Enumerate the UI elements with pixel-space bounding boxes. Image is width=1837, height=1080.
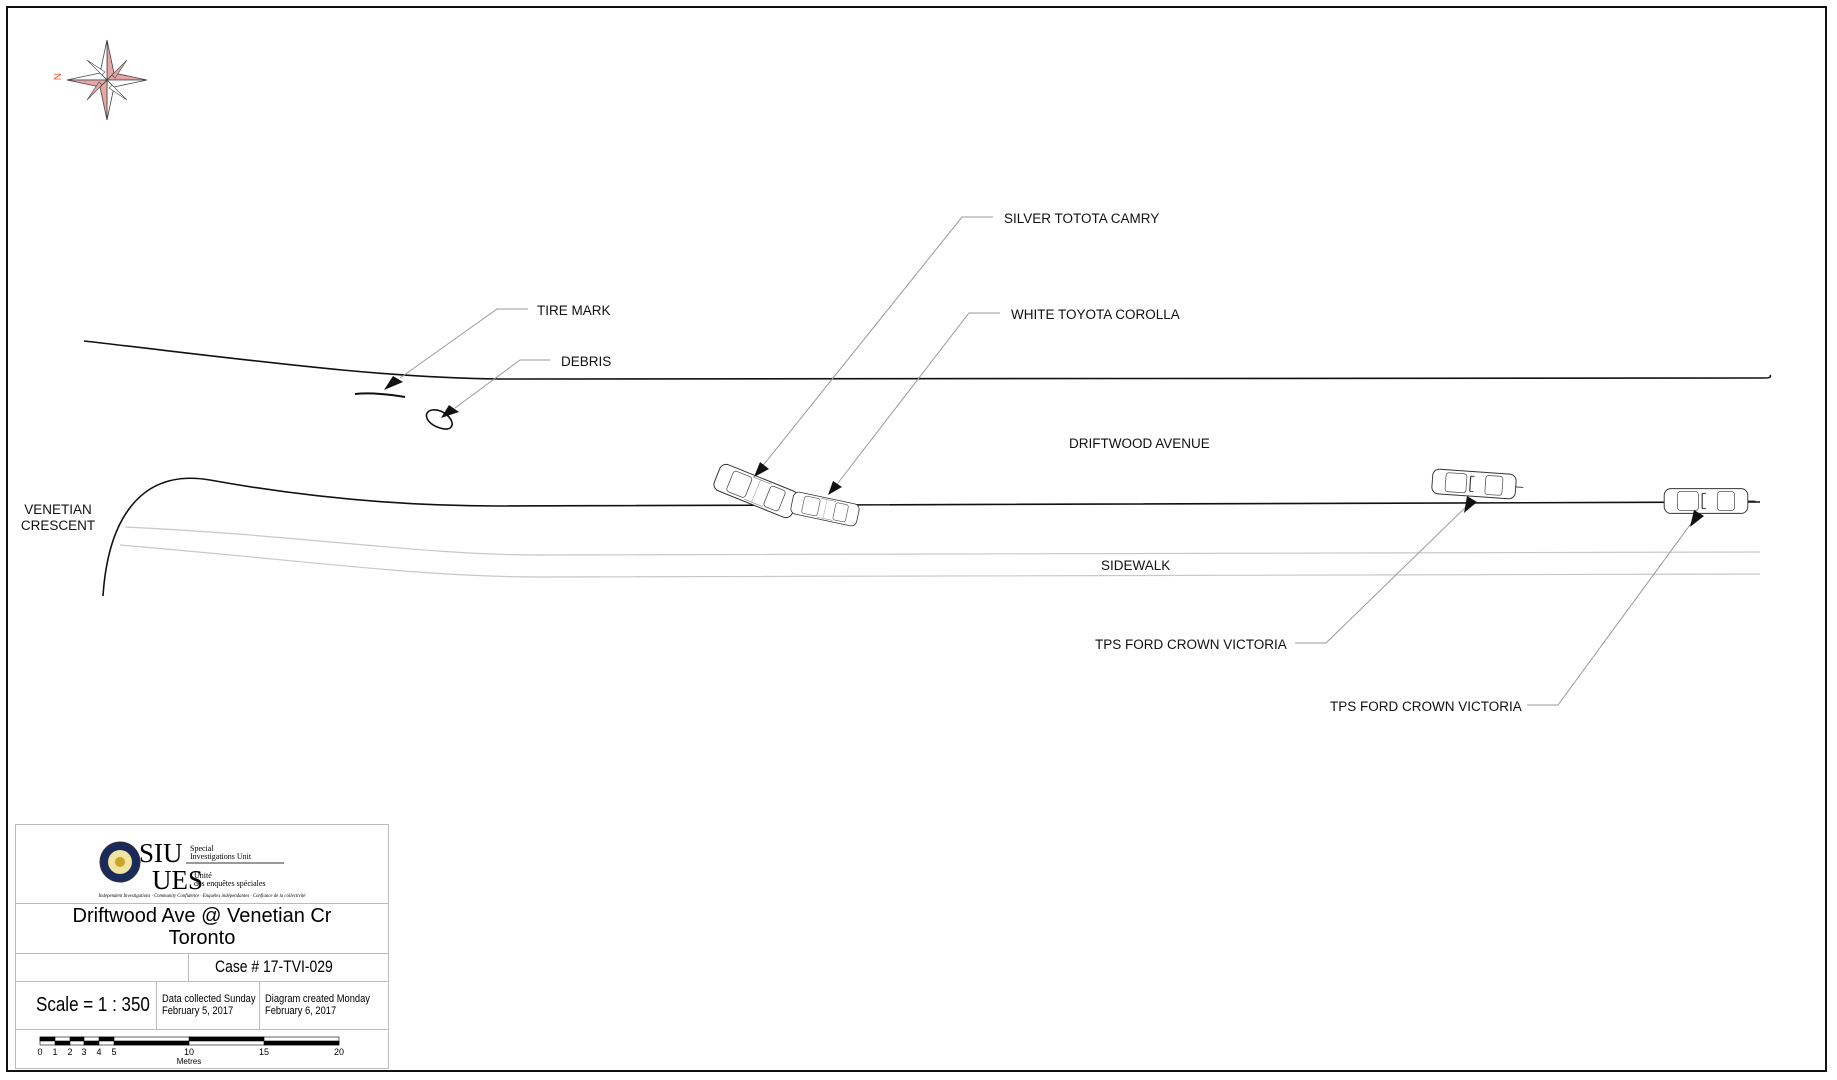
leader-crown-victoria-2 [1527,513,1699,706]
diagram-created-cell: Diagram created Monday February 6, 2017 [259,981,388,1029]
data-collected-cell: Data collected Sunday February 5, 2017 [156,981,260,1029]
label-crown-victoria-2: TPS FORD CROWN VICTORIA [1330,699,1522,714]
logo-investigations-unit: Investigations Unit [190,852,252,861]
tire-mark [354,392,406,398]
leader-camry [756,216,993,474]
logo-ues: UES [152,865,203,895]
location-line-1: Driftwood Ave @ Venetian Cr [72,905,332,927]
sidewalk-edge-inner [124,526,1761,556]
arrowhead-camry [754,462,769,477]
scale-text: Scale = 1 : 350 [36,994,150,1016]
scalebar-tick-2: 2 [67,1047,72,1057]
logo-special: Special [190,844,214,853]
sidewalk-edge-outer [119,544,1761,578]
scale-cell: Scale = 1 : 350 [16,981,157,1029]
leader-tire-mark [399,308,528,379]
scalebar-tick-0: 0 [37,1047,42,1057]
scalebar-tick-20: 20 [334,1047,344,1057]
arrowhead-corolla [828,481,842,495]
data-collected-line-1: Data collected Sunday [162,993,256,1005]
label-driftwood-avenue: DRIFTWOOD AVENUE [1069,436,1210,451]
label-camry: SILVER TOTOTA CAMRY [1004,211,1159,226]
label-tire-mark: TIRE MARK [537,303,611,318]
case-number: Case # 17-TVI-029 [215,957,333,976]
label-debris: DEBRIS [561,354,611,369]
label-crown-victoria-1: TPS FORD CROWN VICTORIA [1095,637,1287,652]
diagram-created-line-1: Diagram created Monday [265,993,370,1005]
diagram-frame [6,6,1827,1072]
arrowhead-crown-victoria-2 [1690,510,1704,527]
logo-des-enquetes: des enquêtes spéciales [194,879,266,888]
road-edge-south [102,477,1761,597]
label-venetian: VENETIAN [24,502,92,517]
logo-unite: Unité [194,871,212,880]
corolla-vehicle [789,490,861,528]
road-edge-north [83,340,1772,380]
crown-victoria-vehicle-2 [1663,488,1756,514]
siu-logo: SIU UES Special Investigations Unit Unit… [16,825,388,904]
data-collected-line-2: February 5, 2017 [162,1005,234,1017]
camry-vehicle [711,461,801,521]
scalebar-unit: Metres [177,1057,201,1066]
arrowhead-crown-victoria-1 [1464,496,1477,513]
scale-bar: 0 1 2 3 4 5 10 15 20 Metres [16,1029,388,1069]
north-arrow-icon [66,39,148,121]
label-crescent: CRESCENT [21,518,95,533]
label-sidewalk: SIDEWALK [1101,558,1170,573]
scalebar-tick-1: 1 [52,1047,57,1057]
label-corolla: WHITE TOYOTA COROLLA [1011,307,1180,322]
title-block: SIU UES Special Investigations Unit Unit… [15,824,389,1069]
case-row: Case # 17-TVI-029 [16,953,388,982]
logo-tagline: Independent Investigations · Community C… [98,894,307,899]
leader-crown-victoria-1 [1295,500,1473,644]
location-cell: Driftwood Ave @ Venetian Cr Toronto [16,903,388,954]
scalebar-tick-4: 4 [96,1047,101,1057]
info-row: Scale = 1 : 350 Data collected Sunday Fe… [16,981,388,1030]
scalebar-tick-3: 3 [81,1047,86,1057]
diagram-created-line-2: February 6, 2017 [265,1005,337,1017]
scalebar-tick-10: 10 [184,1047,194,1057]
debris [425,409,453,430]
crown-victoria-vehicle-1 [1430,468,1525,501]
leader-debris [454,359,550,409]
scalebar-tick-5: 5 [111,1047,116,1057]
north-label: N [51,73,62,80]
logo-siu: SIU [139,838,183,868]
location-line-2: Toronto [168,927,236,949]
arrowhead-tire-mark [384,376,403,390]
leader-corolla [830,312,1000,493]
scalebar-tick-15: 15 [259,1047,269,1057]
arrowhead-debris [441,405,459,418]
case-cell: Case # 17-TVI-029 [188,953,389,981]
